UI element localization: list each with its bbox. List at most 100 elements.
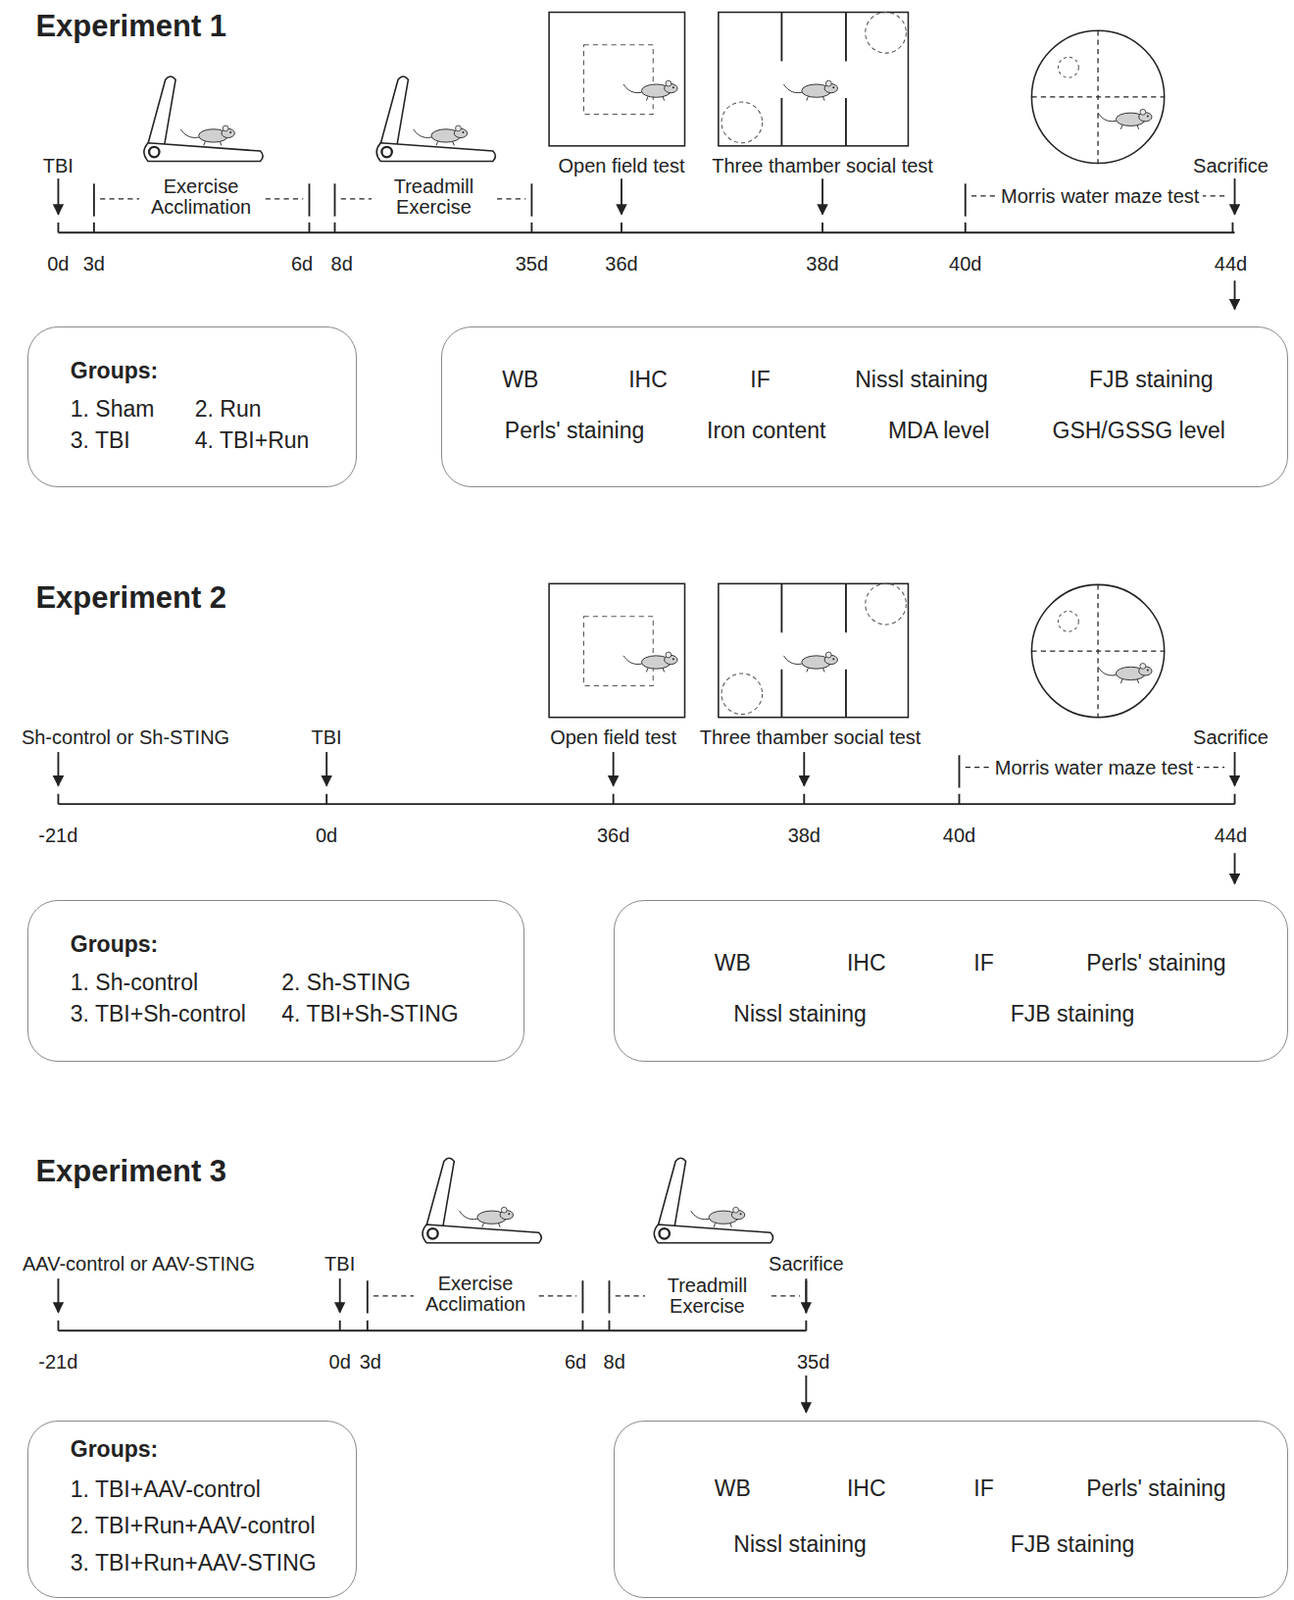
timeline-label: -21d xyxy=(38,824,78,846)
timeline-tick xyxy=(1231,222,1234,233)
timeline-label: Treadmill Exercise xyxy=(645,1275,769,1317)
timeline-label: Exercise Acclimation xyxy=(139,176,263,218)
box-heading: Groups: xyxy=(70,358,158,384)
experiment-heading: Experiment 3 xyxy=(35,1155,227,1189)
box-item: IF xyxy=(973,1476,994,1501)
box-item: WB xyxy=(714,1476,751,1501)
mouse-icon xyxy=(1097,108,1152,129)
period-bracket xyxy=(608,1280,611,1313)
box-item: Nissl staining xyxy=(733,1001,867,1027)
treadmill-icon xyxy=(376,76,496,161)
cage-cup xyxy=(721,101,763,144)
timeline-tick xyxy=(530,222,533,233)
box-item: 4. TBI+Run xyxy=(195,428,310,453)
event-arrow xyxy=(802,751,805,786)
box-item: IF xyxy=(749,368,770,394)
timeline-label: Sacrifice xyxy=(1193,726,1269,747)
experiment-heading: Experiment 1 xyxy=(35,10,227,44)
timeline-label: 3d xyxy=(359,1350,382,1372)
timeline-tick xyxy=(608,1320,611,1331)
period-bracket xyxy=(366,1280,369,1313)
groups-box: Groups:1. TBI+AAV-control2. TBI+Run+AAV-… xyxy=(27,1420,357,1598)
box-item: 3. TBI+Run+AAV-STING xyxy=(70,1550,317,1576)
timeline-label: 35d xyxy=(796,1350,830,1372)
timeline-tick xyxy=(958,794,961,804)
box-item: 1. Sham xyxy=(70,398,155,423)
timeline-label: Sh-control or Sh-STING xyxy=(21,726,230,747)
box-item: 2. Run xyxy=(195,398,262,423)
chamber-wall xyxy=(780,11,783,61)
timeline-label: Treadmill Exercise xyxy=(371,176,496,218)
cage-cup xyxy=(721,673,763,715)
box-heading: Groups: xyxy=(70,1438,158,1463)
experiment-heading: Experiment 2 xyxy=(35,582,227,615)
timeline-label: Sacrifice xyxy=(1193,154,1269,176)
timeline-label: 3d xyxy=(83,252,105,274)
mouse-icon xyxy=(623,651,678,672)
timeline-tick xyxy=(57,794,60,804)
timeline-label: Sacrifice xyxy=(768,1252,845,1274)
chamber-wall xyxy=(780,669,783,718)
timeline-label: TBI xyxy=(43,154,74,176)
timeline-tick xyxy=(620,222,623,233)
mouse-icon xyxy=(458,1206,513,1227)
box-item: MDA level xyxy=(888,419,991,445)
timeline-label: 8d xyxy=(603,1350,626,1372)
box-item: 1. TBI+AAV-control xyxy=(70,1477,261,1502)
timeline-tick xyxy=(821,222,824,233)
box-item: Perls' staining xyxy=(504,419,645,445)
timeline-tick xyxy=(308,222,311,233)
timeline-label: 44d xyxy=(1214,824,1247,846)
event-arrow xyxy=(57,751,60,786)
event-arrow xyxy=(821,178,824,214)
timeline-label: 35d xyxy=(515,252,548,274)
box-item: Nissl staining xyxy=(733,1532,867,1557)
event-arrow xyxy=(57,178,60,214)
mouse-icon xyxy=(691,1206,746,1227)
event-arrow xyxy=(339,1278,342,1312)
event-arrow xyxy=(1234,852,1237,884)
timeline-tick xyxy=(339,1320,342,1331)
timeline-label: TBI xyxy=(324,1252,355,1274)
event-arrow xyxy=(57,1278,60,1312)
box-item: Nissl staining xyxy=(854,368,989,394)
three-chamber-box xyxy=(718,11,909,146)
box-item: Iron content xyxy=(706,419,826,445)
timeline-tick xyxy=(57,222,60,233)
mouse-icon xyxy=(413,125,468,146)
timeline-label: 36d xyxy=(604,252,638,274)
cage-cup xyxy=(865,11,907,53)
timeline-label: 38d xyxy=(805,252,839,274)
timeline-label: -21d xyxy=(38,1350,78,1372)
assay-box: WBIHCIFPerls' stainingNissl stainingFJB … xyxy=(613,1420,1289,1598)
box-item: IHC xyxy=(628,368,668,394)
period-bracket xyxy=(964,183,967,216)
timeline-label: 8d xyxy=(331,252,353,274)
timeline-label: 6d xyxy=(564,1350,587,1372)
box-item: Perls' staining xyxy=(1086,1476,1226,1501)
mouse-icon xyxy=(623,80,678,100)
center-zone xyxy=(583,616,653,687)
quadrant-line xyxy=(1096,30,1098,163)
event-arrow xyxy=(325,751,328,786)
chamber-wall xyxy=(845,583,847,633)
period-bracket xyxy=(334,183,337,216)
groups-box: Groups: 1. Sham 2. Run 3. TBI 4. TBI+Run xyxy=(27,326,357,487)
box-item: 3. TBI xyxy=(70,428,131,453)
timeline-label: Open field test xyxy=(557,154,685,176)
box-item: GSH/GSSG level xyxy=(1052,419,1226,445)
timeline-label: 0d xyxy=(47,252,69,274)
timeline-axis xyxy=(57,231,1235,234)
chamber-wall xyxy=(780,98,783,147)
center-zone xyxy=(583,45,653,115)
mouse-icon xyxy=(180,125,235,146)
period-bracket xyxy=(581,1280,584,1313)
box-item: IF xyxy=(973,950,994,976)
timeline-axis xyxy=(57,802,1235,805)
timeline-tick xyxy=(964,222,967,233)
box-item: WB xyxy=(714,950,751,976)
assay-box: WBIHCIFPerls' stainingNissl stainingFJB … xyxy=(613,899,1289,1061)
box-item: WB xyxy=(501,368,539,394)
groups-box: Groups:1. Sh-control2. Sh-STING3. TBI+Sh… xyxy=(27,899,525,1061)
cage-cup xyxy=(865,583,907,625)
